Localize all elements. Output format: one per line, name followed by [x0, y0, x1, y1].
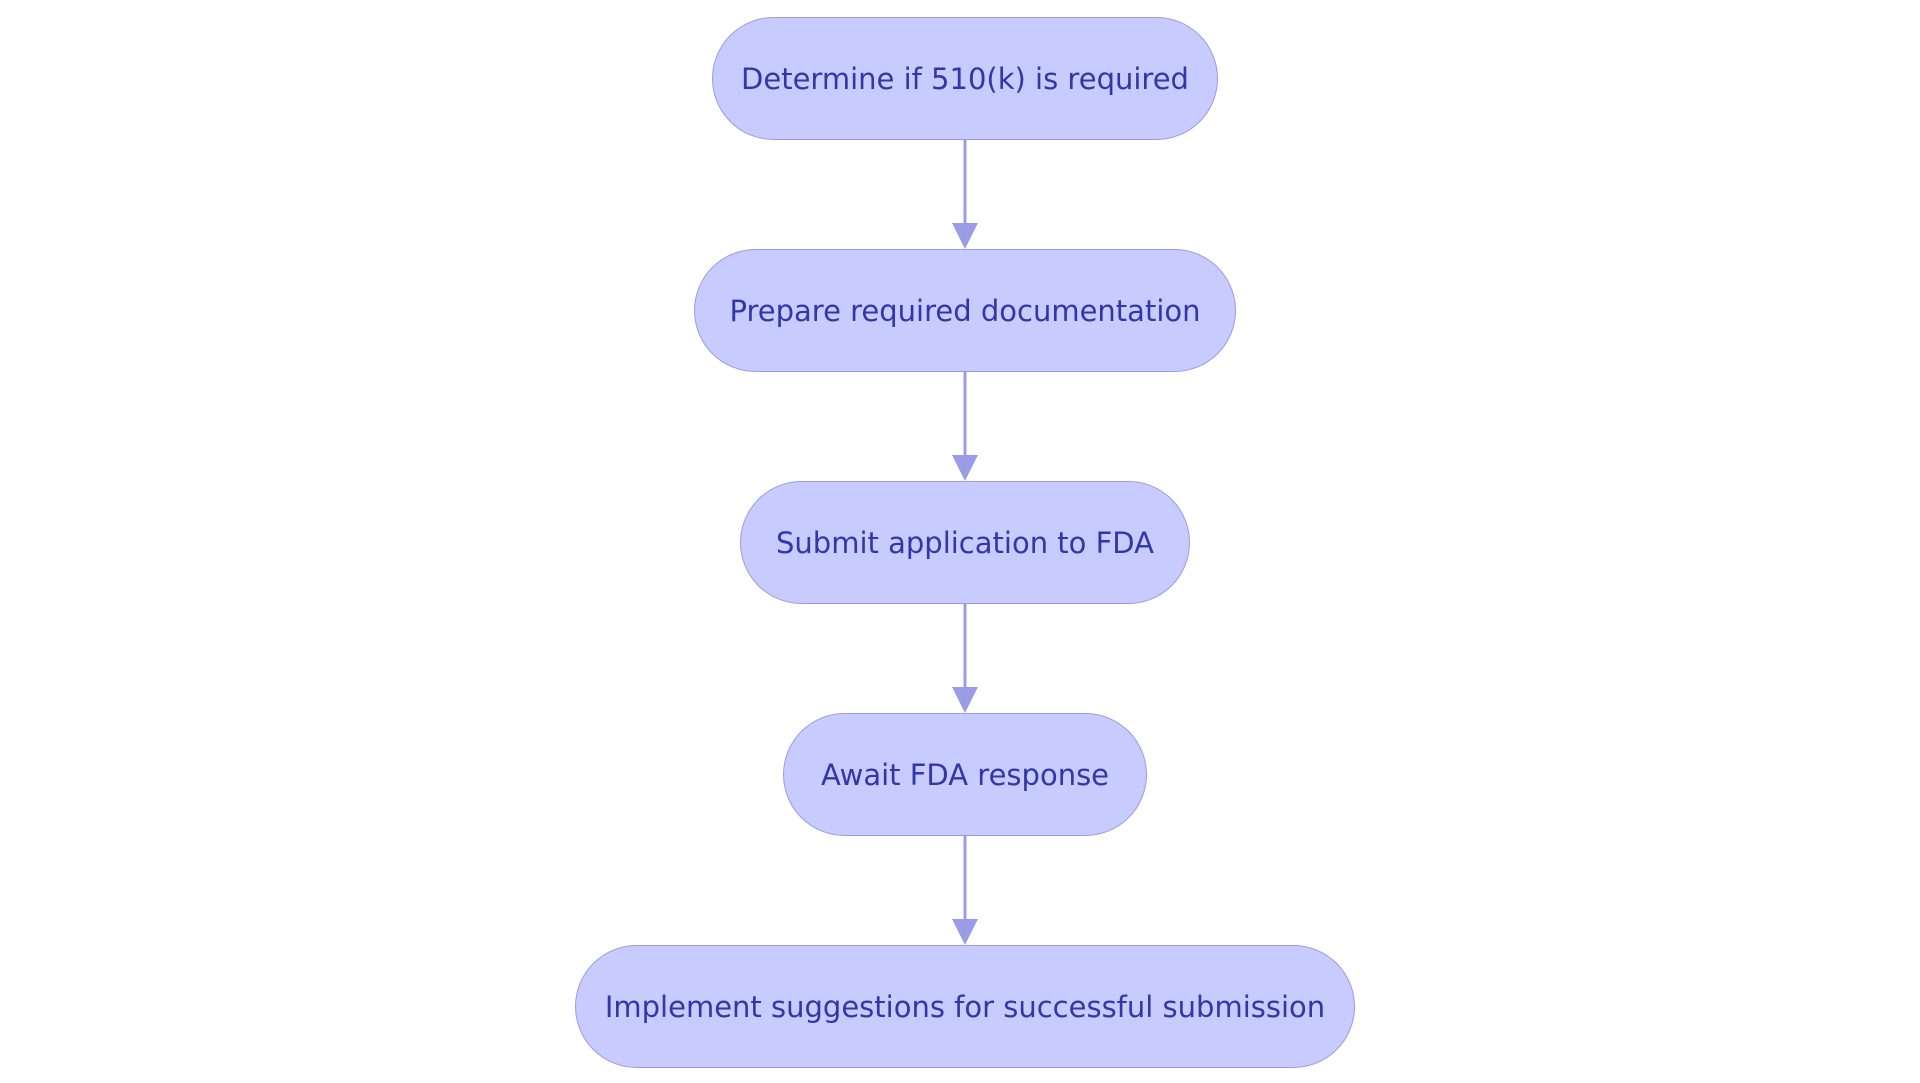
node-submit-application: Submit application to FDA [740, 481, 1190, 604]
node-label: Submit application to FDA [776, 525, 1154, 560]
node-label: Await FDA response [820, 757, 1110, 792]
node-determine-510k: Determine if 510(k) is required [712, 17, 1218, 140]
node-label: Implement suggestions for successful sub… [604, 989, 1326, 1024]
edge-n4-n5 [952, 836, 978, 945]
node-implement-suggestions: Implement suggestions for successful sub… [575, 945, 1355, 1068]
node-await-response: Await FDA response [783, 713, 1147, 836]
node-prepare-documentation: Prepare required documentation [694, 249, 1236, 372]
node-label: Determine if 510(k) is required [741, 61, 1189, 96]
edge-n2-n3 [952, 372, 978, 481]
edge-n3-n4 [952, 604, 978, 713]
node-label: Prepare required documentation [729, 293, 1201, 328]
edge-n1-n2 [952, 140, 978, 249]
